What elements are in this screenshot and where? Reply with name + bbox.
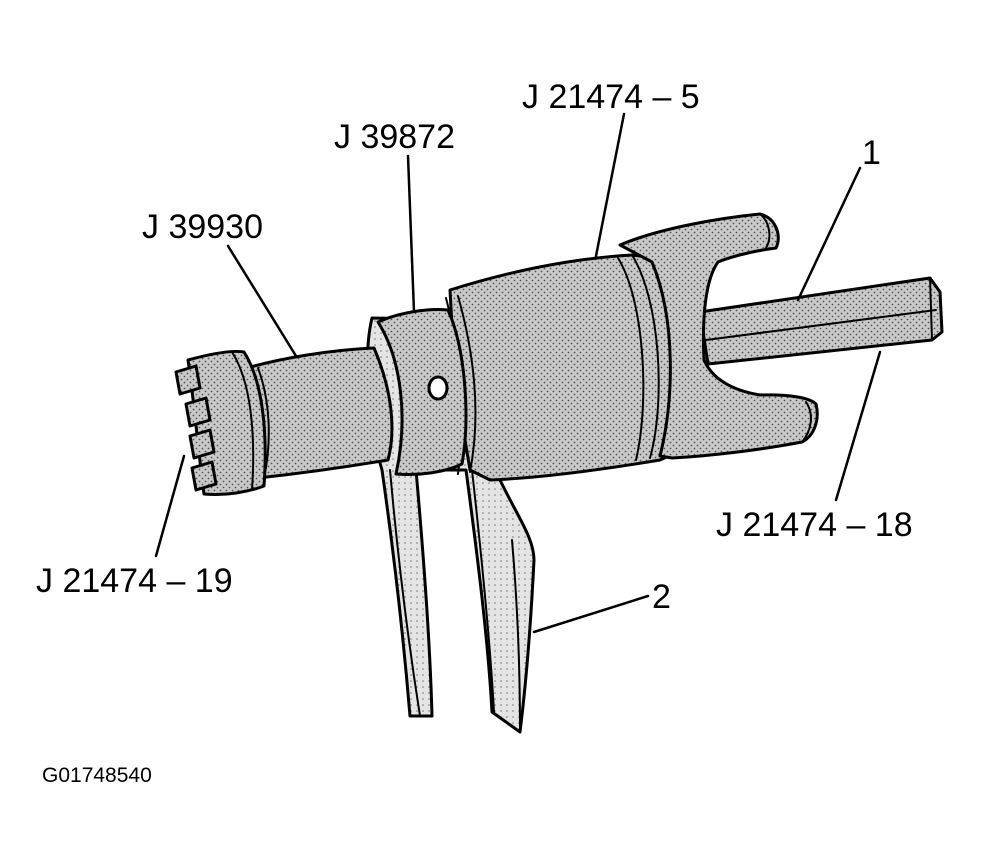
adapter-j39930 (238, 346, 394, 480)
label-j21474-18: J 21474 – 18 (716, 506, 913, 544)
receiver-fork-flange (618, 212, 819, 460)
leader-j39872 (406, 154, 416, 314)
nut-j21474-19 (174, 350, 267, 496)
callout-1: 1 (862, 134, 881, 172)
leader-j21474-18 (834, 350, 882, 502)
adapter-j39872 (376, 308, 468, 476)
figure-code: G01748540 (42, 764, 152, 787)
leader-j21474-19 (154, 454, 186, 558)
leader-j21474-5 (594, 112, 626, 258)
forcing-screw-j21474-18 (698, 276, 944, 366)
label-j39930: J 39930 (142, 208, 263, 246)
label-j21474-19: J 21474 – 19 (36, 562, 233, 600)
label-j21474-5: J 21474 – 5 (522, 78, 700, 116)
leader-j39930 (226, 244, 298, 358)
leader-callout-1 (796, 166, 862, 302)
callout-2: 2 (652, 578, 671, 616)
leader-lines (154, 112, 882, 634)
label-j39872: J 39872 (334, 118, 455, 156)
leader-callout-2 (532, 594, 650, 634)
receiver-j21474-5 (445, 253, 691, 482)
